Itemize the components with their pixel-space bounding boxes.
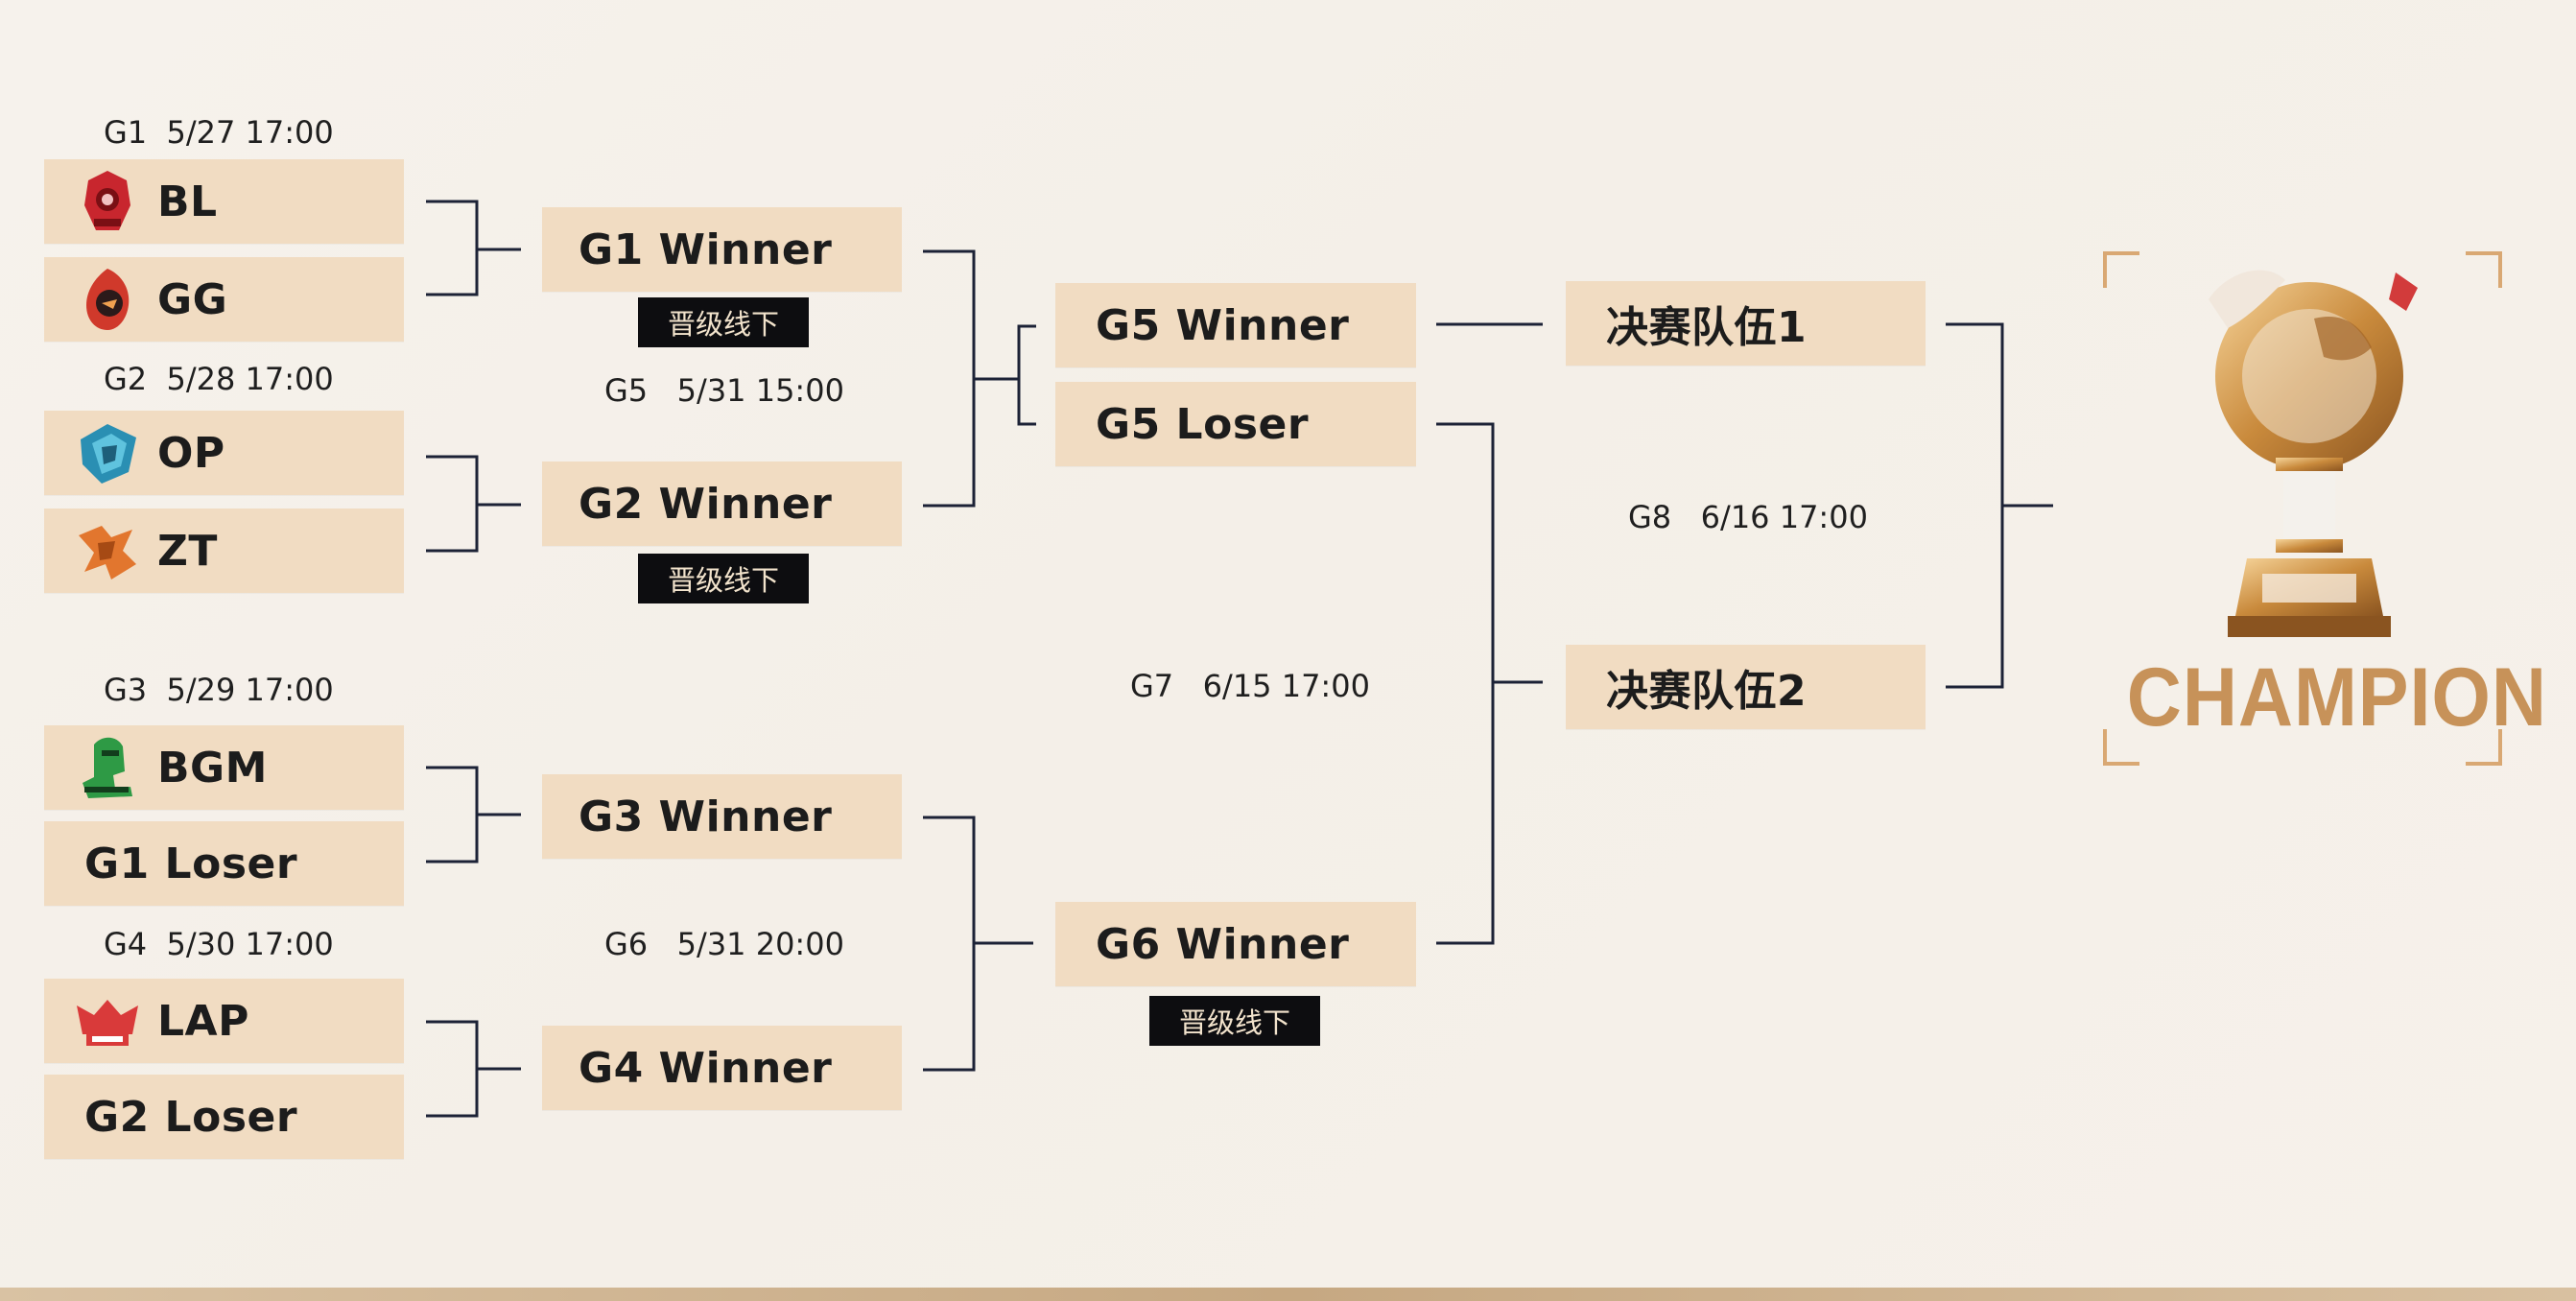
team-box-bgm: BGM	[44, 725, 404, 810]
champion-label: CHAMPION	[2126, 651, 2547, 744]
final-team-2-box: 决赛队伍2	[1566, 645, 1926, 729]
team-name-g1-loser: G1 Loser	[84, 839, 298, 888]
g8-schedule: G8 6/16 17:00	[1628, 499, 1868, 535]
team-box-g1-loser: G1 Loser	[44, 821, 404, 906]
team-name-bl: BL	[157, 177, 218, 226]
bottom-bar	[0, 1288, 2576, 1301]
team-name-gg: GG	[157, 274, 228, 324]
bl-logo-icon	[84, 171, 130, 230]
g1-schedule: G1 5/27 17:00	[104, 114, 334, 151]
g6-winner-box: G6 Winner	[1055, 902, 1416, 986]
team-box-lap: LAP	[44, 979, 404, 1063]
g2-winner-box: G2 Winner	[542, 461, 902, 546]
g4-schedule: G4 5/30 17:00	[104, 926, 334, 962]
g3-schedule: G3 5/29 17:00	[104, 672, 334, 708]
g4-winner-box: G4 Winner	[542, 1026, 902, 1110]
team-name-bgm: BGM	[157, 743, 268, 792]
trophy-icon	[2209, 270, 2418, 637]
g7-schedule: G7 6/15 17:00	[1130, 668, 1370, 704]
final-team-2-label: 决赛队伍2	[1606, 667, 1808, 716]
team-name-zt: ZT	[157, 526, 218, 576]
team-box-op: OP	[44, 411, 404, 495]
team-name-lap: LAP	[157, 996, 249, 1046]
final-team-1-label: 决赛队伍1	[1606, 303, 1808, 352]
op-logo-icon	[81, 424, 136, 484]
advance-offline-tag-1: 晋级线下	[638, 297, 809, 347]
team-box-zt: ZT	[44, 509, 404, 593]
bgm-logo-icon	[83, 737, 132, 798]
g3-winner-box: G3 Winner	[542, 774, 902, 859]
g2-schedule: G2 5/28 17:00	[104, 361, 334, 397]
team-box-gg: GG	[44, 257, 404, 342]
team-name-op: OP	[157, 428, 225, 478]
team-name-g2-loser: G2 Loser	[84, 1092, 298, 1142]
advance-offline-tag-3: 晋级线下	[1149, 996, 1320, 1046]
g3-winner-label: G3 Winner	[579, 792, 833, 841]
g1-winner-box: G1 Winner	[542, 207, 902, 292]
advance-offline-tag-2: 晋级线下	[638, 554, 809, 603]
zt-logo-icon	[79, 526, 136, 580]
g5-winner-box: G5 Winner	[1055, 283, 1416, 367]
g1-winner-label: G1 Winner	[579, 225, 833, 274]
gg-logo-icon	[86, 269, 130, 330]
champion-frame	[2103, 251, 2502, 766]
g5-loser-label: G5 Loser	[1096, 399, 1310, 449]
lap-logo-icon	[77, 1000, 138, 1046]
team-box-bl: BL	[44, 159, 404, 244]
g5-schedule: G5 5/31 15:00	[604, 372, 844, 409]
g5-winner-label: G5 Winner	[1096, 300, 1350, 350]
g6-schedule: G6 5/31 20:00	[604, 926, 844, 962]
final-team-1-box: 决赛队伍1	[1566, 281, 1926, 366]
g6-winner-label: G6 Winner	[1096, 919, 1350, 969]
g4-winner-label: G4 Winner	[579, 1043, 833, 1093]
team-box-g2-loser: G2 Loser	[44, 1075, 404, 1159]
g5-loser-box: G5 Loser	[1055, 382, 1416, 466]
g2-winner-label: G2 Winner	[579, 479, 833, 529]
